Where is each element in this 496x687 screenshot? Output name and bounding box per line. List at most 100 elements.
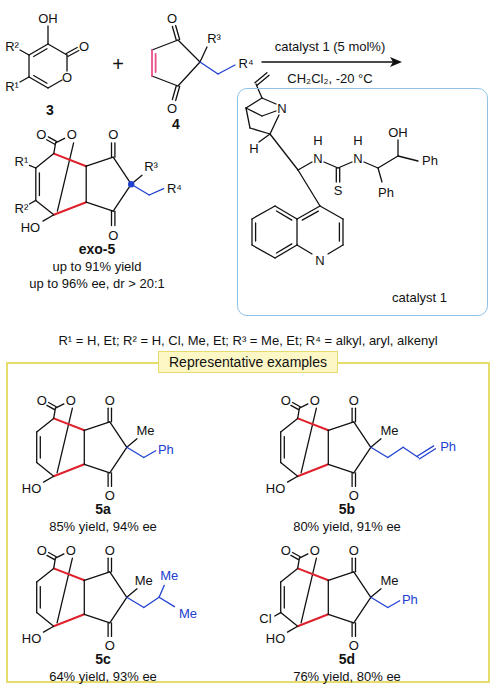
- bond-line: [110, 572, 127, 598]
- bond-line: [84, 580, 85, 614]
- bond-line: [246, 108, 250, 128]
- bond-line: [293, 552, 301, 556]
- bond-line: [355, 473, 356, 487]
- bond-line: [302, 211, 318, 220]
- bond-line: [339, 223, 340, 241]
- bond-line: [328, 580, 329, 614]
- bond-line: [270, 115, 279, 134]
- bond-line: [324, 162, 338, 168]
- bond-line: [371, 597, 388, 607]
- bond-line: [301, 558, 316, 623]
- bond-line: [178, 62, 200, 86]
- atom-label: O: [349, 542, 359, 557]
- bond-line: [246, 98, 262, 108]
- bond-line: [328, 422, 354, 431]
- bond-line: [47, 140, 55, 145]
- atom-label: H: [353, 133, 362, 148]
- bond-line: [328, 614, 354, 623]
- bond-line: [355, 558, 356, 572]
- compound-number: 5c: [95, 651, 111, 666]
- atom-label: R¹: [5, 79, 19, 94]
- bond-line: [259, 134, 270, 142]
- bond-line: [107, 473, 108, 487]
- atom-label: R¹: [15, 153, 29, 168]
- bond-line: [40, 587, 41, 608]
- bond-line: [47, 26, 48, 44]
- bond-line: [86, 157, 113, 166]
- bond-line: [84, 430, 85, 464]
- bond-line: [297, 245, 312, 254]
- atom-label: Me: [380, 423, 398, 438]
- bond-line: [43, 215, 54, 221]
- bond-line: [252, 206, 275, 219]
- bond-line: [151, 50, 153, 76]
- bond-line: [288, 476, 298, 482]
- bond-line: [328, 464, 354, 473]
- bond-line: [113, 157, 131, 184]
- atom-label: HO: [21, 220, 41, 235]
- bond-line: [364, 162, 378, 168]
- bond-line: [20, 77, 29, 82]
- bond-line: [127, 589, 137, 598]
- bond-line: [299, 554, 308, 558]
- bond-line: [49, 552, 57, 556]
- bond-line: [298, 464, 329, 476]
- compound-number: 5a: [95, 501, 111, 516]
- atom-label: R²: [5, 39, 19, 54]
- bond-line: [48, 44, 67, 55]
- bond-line: [111, 473, 112, 487]
- atom-label: R⁴: [239, 56, 254, 71]
- atom-label: Me: [179, 605, 197, 620]
- bond-line: [280, 432, 281, 463]
- atom-label: O: [37, 542, 47, 557]
- atom-label: R³: [144, 159, 158, 174]
- bond-line: [281, 613, 298, 627]
- atom-label: O: [105, 542, 115, 557]
- bond-line: [281, 463, 298, 477]
- atom-label: O: [310, 542, 320, 557]
- atom-label: OH: [388, 125, 408, 140]
- bond-line: [354, 422, 371, 448]
- bond-line: [256, 84, 262, 98]
- bond-line: [47, 555, 55, 559]
- bond-line: [84, 572, 110, 581]
- atom-label: N: [353, 151, 362, 166]
- bond-line: [291, 555, 299, 559]
- bond-line: [328, 245, 343, 254]
- atom-label: HO: [266, 481, 286, 496]
- bond-line: [152, 76, 178, 86]
- bond-line: [113, 184, 131, 211]
- bond-line: [296, 219, 297, 245]
- bond-line: [284, 437, 285, 458]
- bond-line: [262, 111, 276, 116]
- bond-line: [54, 464, 85, 476]
- atom-label: Me: [380, 573, 398, 588]
- bond-line: [262, 61, 394, 62]
- bond-line: [417, 446, 433, 456]
- bond-line: [172, 86, 176, 100]
- atom-label: +: [112, 53, 124, 75]
- bond-line: [28, 55, 29, 77]
- annotation-text: CH₂Cl₂, -20 °C: [287, 71, 372, 86]
- atom-label: H: [249, 141, 258, 156]
- bond-line: [252, 245, 275, 258]
- bond-line: [262, 98, 276, 104]
- bond-line: [159, 597, 174, 606]
- bond-line: [152, 40, 178, 50]
- bond-line: [342, 219, 343, 245]
- bond-line: [328, 430, 329, 464]
- bond-line: [178, 40, 200, 62]
- atom-label: Ph: [378, 185, 394, 200]
- bond-line: [298, 418, 329, 430]
- atom-label: O: [67, 126, 77, 141]
- atom-label: N: [313, 151, 322, 166]
- bond-line: [114, 211, 115, 225]
- bond-line: [144, 597, 159, 607]
- bond-line: [55, 404, 64, 408]
- bond-line: [339, 168, 340, 182]
- bond-line: [200, 47, 207, 62]
- annotation-text: catalyst 1 (5 mol%): [275, 39, 386, 54]
- bond-line: [298, 162, 312, 170]
- bond-line: [84, 614, 110, 623]
- bond-line: [354, 572, 371, 598]
